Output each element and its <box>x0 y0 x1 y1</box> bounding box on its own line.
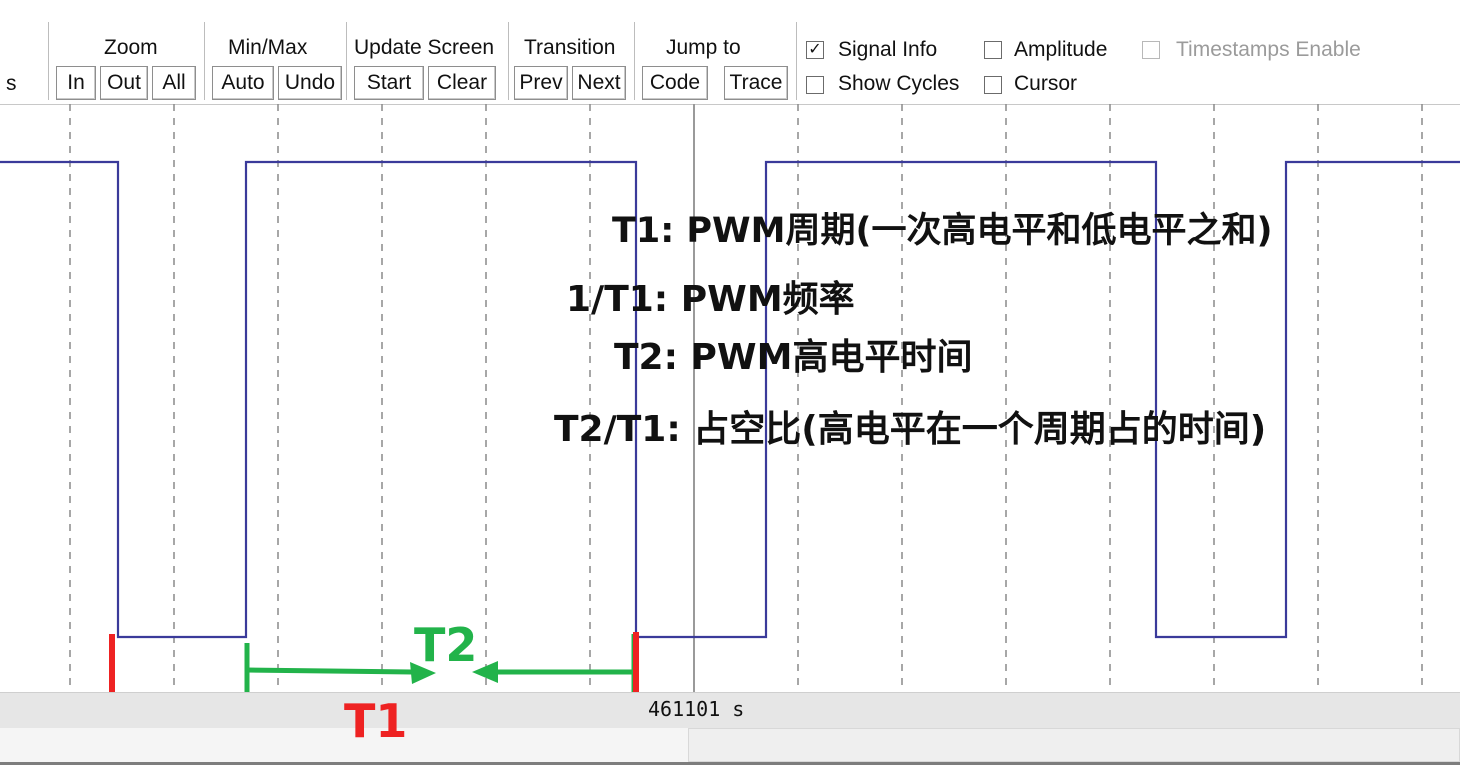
zoom-group-title: Zoom <box>104 36 158 59</box>
toolbar-separator <box>796 22 797 100</box>
minmax-group-title: Min/Max <box>228 36 308 59</box>
show-cycles-checkbox[interactable] <box>806 76 824 94</box>
t2-label: T2 <box>414 618 478 672</box>
annotation-t1-period: T1: PWM周期(一次高电平和低电平之和) <box>612 211 1273 251</box>
transition-group-title: Transition <box>524 36 616 59</box>
cursor-label: Cursor <box>1014 72 1078 95</box>
grid-lines <box>69 104 1423 692</box>
transition-prev-button[interactable]: Prev <box>514 66 568 100</box>
bottom-border <box>0 762 1460 765</box>
minmax-auto-button[interactable]: Auto <box>212 66 274 100</box>
annotation-duty-cycle: T2/T1: 占空比(高电平在一个周期占的时间) <box>554 409 1267 450</box>
time-readout: 461101 s <box>648 697 745 721</box>
signal-info-checkbox[interactable]: ✓ <box>806 41 824 59</box>
amplitude-label: Amplitude <box>1014 38 1108 61</box>
toolbar-separator <box>634 22 635 100</box>
toolbar-separator <box>204 22 205 100</box>
update-screen-group-title: Update Screen <box>354 36 495 59</box>
update-clear-button[interactable]: Clear <box>428 66 496 100</box>
logic-analyzer-toolbar: s Zoom In Out All Min/Max Auto Undo Upda… <box>0 0 1460 105</box>
zoom-all-button[interactable]: All <box>152 66 196 100</box>
jump-trace-button[interactable]: Trace <box>724 66 788 100</box>
timestamps-enable-label: Timestamps Enable <box>1176 38 1361 61</box>
time-status-bar <box>0 692 1460 729</box>
scrollbar-thumb[interactable] <box>688 728 1460 762</box>
signal-info-label: Signal Info <box>838 38 938 61</box>
show-cycles-label: Show Cycles <box>838 72 960 95</box>
annotation-t2-high-time: T2: PWM高电平时间 <box>614 337 973 378</box>
jump-code-button[interactable]: Code <box>642 66 708 100</box>
toolbar-separator <box>48 22 49 100</box>
update-start-button[interactable]: Start <box>354 66 424 100</box>
transition-next-button[interactable]: Next <box>572 66 626 100</box>
timestamps-enable-checkbox <box>1142 41 1160 59</box>
zoom-in-button[interactable]: In <box>56 66 96 100</box>
amplitude-checkbox[interactable] <box>984 41 1002 59</box>
minmax-undo-button[interactable]: Undo <box>278 66 342 100</box>
annotation-frequency: 1/T1: PWM频率 <box>566 279 855 320</box>
zoom-out-button[interactable]: Out <box>100 66 148 100</box>
t1-label: T1 <box>344 694 408 748</box>
jump-to-group-title: Jump to <box>666 36 741 59</box>
truncated-label: s <box>6 72 17 95</box>
cursor-checkbox[interactable] <box>984 76 1002 94</box>
toolbar-separator <box>508 22 509 100</box>
toolbar-separator <box>346 22 347 100</box>
pwm-waveform <box>0 160 1460 639</box>
